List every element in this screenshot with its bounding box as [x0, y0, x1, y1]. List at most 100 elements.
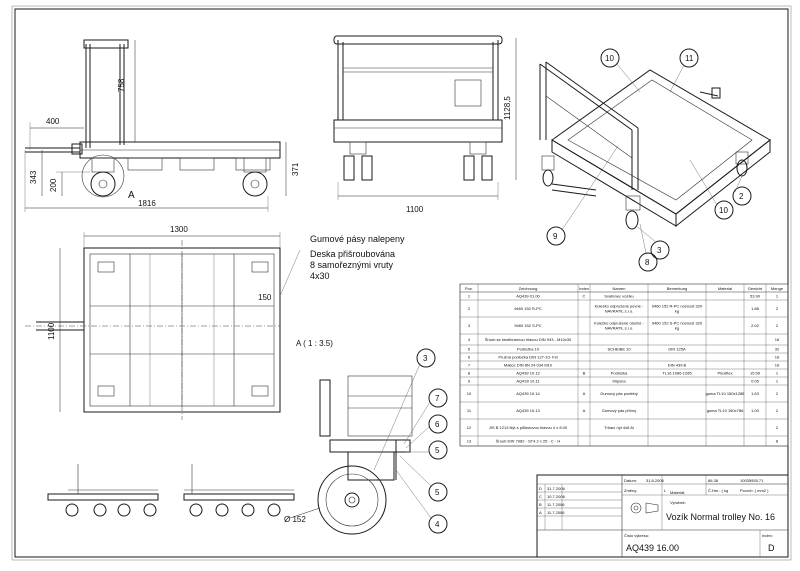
bom-cell: Kolečko odpružené pevné -NAVRATIL s.r.o.: [595, 304, 644, 314]
tb-material-value: Č.Hm.: ( kg: [708, 488, 728, 493]
bom-header-cell: Material: [718, 286, 732, 291]
rev-index: B: [539, 502, 542, 507]
bom-cell: 16: [775, 355, 780, 360]
bom-cell: Podložka: [611, 371, 628, 376]
bom-cell: 2: [776, 425, 779, 430]
bom-cell: Šroub se šestihrannou hlavou DIN 933 - M…: [485, 337, 572, 342]
bom-cell: DIN 125A: [668, 347, 686, 352]
bom-cell: AQ439 10.12: [516, 371, 540, 376]
bom-cell: guma TL10 150x1285: [706, 391, 746, 396]
balloon-iso-10b: 10: [719, 206, 728, 215]
tb-scale: 86.38: [708, 478, 719, 483]
balloon-iso-11: 11: [685, 54, 694, 63]
balloon-iso-9: 9: [553, 232, 558, 241]
rev-date: 11.7.2006: [547, 502, 565, 507]
bom-cell: 13: [467, 439, 472, 444]
drawing-no-label: Číslo výkresu:: [624, 533, 649, 538]
balloon-detail-6: 6: [435, 420, 440, 429]
dim-758: 758: [117, 78, 126, 92]
bom-header-cell: Namen: [613, 286, 626, 291]
bom-cell: 0.05: [751, 379, 760, 384]
rev-date: 11.7.2006: [547, 510, 565, 515]
bom-cell: AQ439 10.14: [516, 391, 540, 396]
bom-header-cell: Zeichnung: [519, 286, 538, 291]
bom-cell: 1: [776, 379, 779, 384]
bom-cell: 1: [776, 294, 779, 299]
tb-size-mark: L: [664, 488, 667, 493]
tb-date-label: Datum:: [624, 478, 637, 483]
bom-cell: 8: [468, 371, 471, 376]
bom-cell: 9: [468, 379, 471, 384]
bom-cell: 2: [776, 391, 779, 396]
balloon-detail-7: 7: [435, 394, 440, 403]
bom-cell: 16: [775, 363, 780, 368]
bom-cell: 2: [776, 408, 779, 413]
bom-cell: SCHEIBE 10: [607, 347, 631, 352]
dim-diameter-152: Ø 152: [284, 515, 306, 524]
note-line-4: 4x30: [310, 271, 330, 281]
bom-cell: 3: [468, 323, 471, 328]
tb-vyrobek-label: Výrobek:: [670, 500, 686, 505]
bom-cell: Klipsna: [612, 379, 626, 384]
bom-cell: 15.59: [750, 371, 761, 376]
bom-cell: A: [583, 408, 586, 413]
dim-400: 400: [46, 117, 60, 126]
bom-cell: JIS B 1213 Nýt s půlkulovou hlavou 4 x 8…: [489, 425, 568, 430]
rev-date: 10.7.2006: [547, 494, 566, 499]
bom-cell: 11: [467, 408, 472, 413]
note-line-1: Gumové pásy nalepeny: [310, 234, 405, 244]
bom-cell: Plexiflex: [718, 371, 733, 376]
bom-cell: 12: [467, 425, 472, 430]
index-value: D: [768, 543, 775, 553]
bom-cell: C: [583, 294, 586, 299]
bom-header-cell: Gewicht: [748, 286, 763, 291]
dim-1100-front: 1100: [406, 205, 424, 214]
bom-cell: Matice DIN 8N 24 034 M10: [504, 363, 553, 368]
tb-surface: Povrch: ( mm2 ): [740, 488, 769, 493]
bom-cell: TL16 1086-1285: [662, 371, 692, 376]
bom-cell: 1: [776, 371, 779, 376]
bom-cell: 7: [468, 363, 471, 368]
balloon-detail-5b: 5: [435, 488, 440, 497]
balloon-iso-2: 2: [739, 192, 744, 201]
bom-cell: 2: [776, 306, 779, 311]
tb-date: 31.8.2006: [646, 478, 665, 483]
top-view: 1300 1100 150: [25, 225, 301, 420]
bom-cell: 9460 152 R-PC: [514, 306, 542, 311]
bom-cell: AQ439 01.00: [516, 294, 540, 299]
tb-doc-no: 10035955.71: [740, 478, 764, 483]
balloon-detail-5a: 5: [435, 446, 440, 455]
drawing-title: Vozík Normal trolley No. 16: [666, 512, 775, 522]
bom-cell: Svařenec vozíku: [604, 294, 634, 299]
bom-cell: Gumový pás podélný: [600, 391, 638, 396]
isometric-view: 10 11 2 10 3 8 9: [539, 48, 771, 272]
bom-cell: 53.90: [750, 294, 761, 299]
bom-cell: Kolečko odpružené otočné -NAVRATIL s.r.o…: [594, 321, 644, 331]
bom-header-cell: Index: [579, 286, 589, 291]
detail-a-label: A ( 1 : 3.5): [296, 339, 333, 348]
tb-change-label: Změny:: [624, 488, 637, 493]
tb-material-label: Materiál:: [670, 490, 685, 495]
assembly-notes: Gumové pásy nalepeny Deska přišroubována…: [310, 234, 405, 281]
bom-cell: 5: [468, 347, 471, 352]
bom-cell: DIN 439 B: [668, 363, 687, 368]
note-line-3: 8 samořeznými vruty: [310, 260, 394, 270]
bom-cell: Gumový pás příčný: [602, 408, 636, 413]
front-view: 1100 1128,5: [333, 35, 517, 214]
bom-cell: 32: [775, 347, 780, 352]
side-view: A 758 400 343 200 1816 371: [24, 39, 300, 212]
bom-cell: B: [583, 371, 586, 376]
bom-cell: 1: [468, 294, 471, 299]
rev-index: D: [539, 486, 542, 491]
bom-cell: Trhací nýt 4x8 Al: [604, 425, 634, 430]
balloon-iso-10a: 10: [605, 54, 614, 63]
outer-border: [11, 5, 792, 561]
bom-cell: 9460 152 S-PC: [514, 323, 541, 328]
bom-cell: AQ439 10.13: [516, 408, 540, 413]
bom-cell: guma TL10 150x786: [707, 408, 744, 413]
bom-cell: Šroub DIN 7982 - ST4.2 x 25 - C - H: [496, 439, 561, 444]
